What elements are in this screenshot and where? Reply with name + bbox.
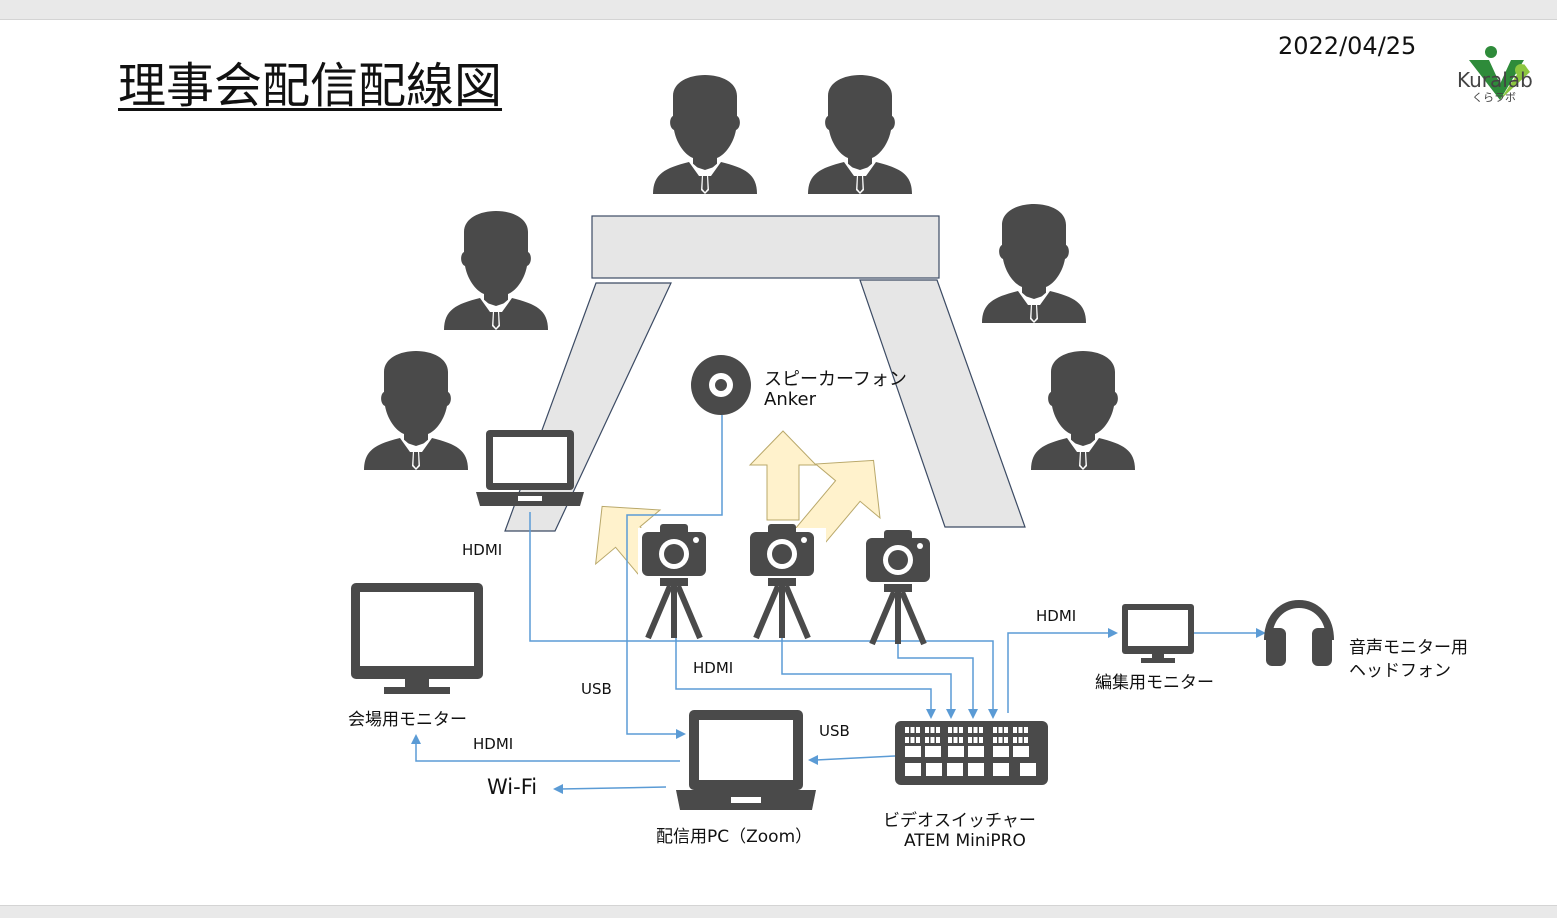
laptop-icon [476, 430, 584, 506]
person-icon [646, 75, 762, 198]
person-icon [444, 211, 548, 330]
switcher-model-label: ATEM MiniPRO [904, 831, 1026, 851]
edit-monitor-label: 編集用モニター [1095, 673, 1214, 693]
speakerphone-model: Anker [764, 389, 816, 410]
person-icon [802, 75, 918, 198]
video-switcher-icon [895, 721, 1048, 785]
wiring-arrowheads [411, 628, 1266, 794]
switcher-label: ビデオスイッチャー [883, 811, 1036, 831]
hdmi-label-edit-monitor: HDMI [1036, 607, 1077, 625]
headphone-label-line2: ヘッドフォン [1349, 661, 1451, 681]
edit-monitor-icon [1122, 604, 1194, 663]
page-title: 理事会配信配線図 [118, 58, 503, 114]
speakerphone-icon [691, 355, 751, 415]
stream-pc-label: 配信用PC（Zoom） [656, 827, 813, 847]
camera-tripod-icon [852, 530, 942, 644]
hdmi-label-venue-monitor: HDMI [473, 735, 514, 753]
camera-tripod-icon [738, 524, 826, 638]
date-label: 2022/04/25 [1278, 32, 1417, 60]
stream-pc-laptop-icon [676, 710, 816, 810]
person-icon [364, 351, 468, 470]
person-icon [982, 204, 1086, 323]
wifi-label: Wi-Fi [487, 775, 538, 799]
hdmi-label-cameras: HDMI [693, 659, 734, 677]
usb-label-switcher: USB [819, 722, 850, 740]
headphones-icon [1264, 600, 1334, 666]
headphone-label-line1: 音声モニター用 [1349, 638, 1468, 658]
venue-monitor-label: 会場用モニター [348, 710, 467, 730]
speakerphone-label: スピーカーフォン [764, 369, 907, 390]
kuralab-logo [1469, 46, 1530, 100]
venue-monitor-icon [351, 583, 483, 694]
logo-subtitle: くらラボ [1472, 91, 1516, 104]
camera-tripod-icon [638, 524, 726, 638]
hdmi-label-laptop: HDMI [462, 541, 503, 559]
usb-label-speaker: USB [581, 680, 612, 698]
logo-name: Kuralab [1457, 68, 1533, 92]
person-icon [1031, 351, 1135, 470]
camera-direction-arrow [748, 430, 818, 521]
